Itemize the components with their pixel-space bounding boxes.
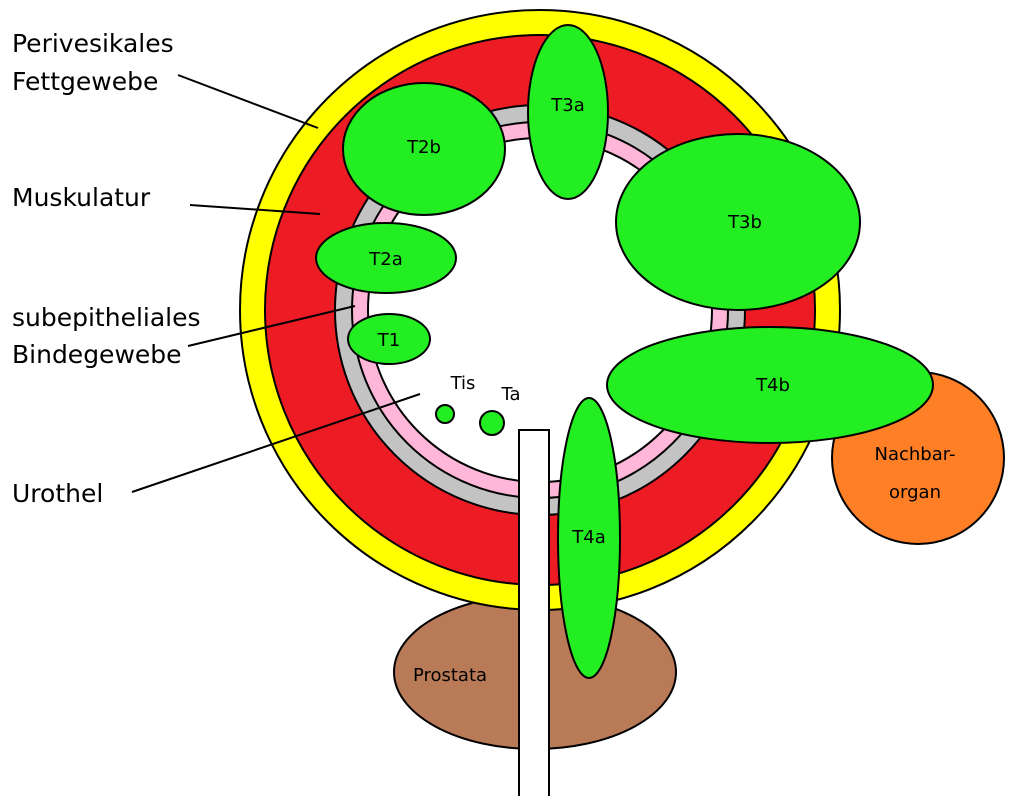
leader-line-perivesical bbox=[178, 75, 318, 128]
perivesical-label-line2: Fettgewebe bbox=[12, 67, 158, 96]
stage-label-t4a: T4a bbox=[571, 527, 605, 548]
urethra bbox=[519, 430, 549, 796]
stage-label-t1: T1 bbox=[377, 330, 400, 351]
stage-label-t3b: T3b bbox=[727, 212, 762, 233]
subepithelial-label-line2: Bindegewebe bbox=[12, 340, 182, 369]
prostate-label: Prostata bbox=[413, 665, 487, 686]
stage-label-ta: Ta bbox=[500, 384, 520, 405]
subepithelial-label-line1: subepitheliales bbox=[12, 303, 201, 332]
stage-label-tis: Tis bbox=[450, 373, 476, 394]
muscle-label: Muskulatur bbox=[12, 183, 151, 212]
neighbor-organ-label-line1: Nachbar- bbox=[875, 444, 956, 465]
urothelium-label: Urothel bbox=[12, 479, 103, 508]
tumor-tis bbox=[436, 405, 454, 423]
neighbor-organ-label-line2: organ bbox=[889, 482, 941, 503]
stage-label-t4b: T4b bbox=[755, 375, 790, 396]
stage-label-t3a: T3a bbox=[550, 95, 584, 116]
perivesical-label-line1: Perivesikales bbox=[12, 29, 174, 58]
stage-label-t2a: T2a bbox=[368, 249, 402, 270]
tumor-ta bbox=[480, 411, 504, 435]
stage-label-t2b: T2b bbox=[406, 137, 441, 158]
